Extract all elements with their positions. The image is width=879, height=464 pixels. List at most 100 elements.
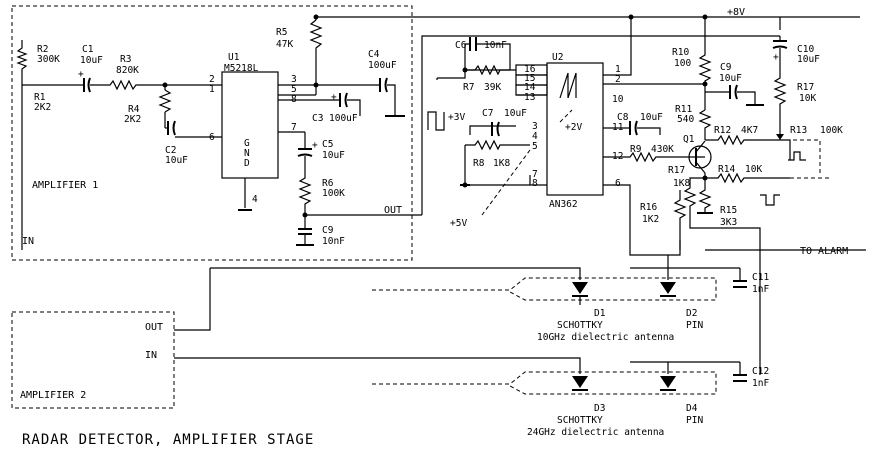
c2-ref: C2 xyxy=(165,145,176,156)
svg-text:+: + xyxy=(773,52,779,63)
u1-pin-1: 1 xyxy=(209,84,215,95)
u2-pin-4: 4 xyxy=(532,131,538,142)
d1-schottky-diode xyxy=(572,282,588,294)
pulse-wave-icon xyxy=(788,151,806,161)
r15-value: 3K3 xyxy=(720,217,737,228)
r4-value: 2K2 xyxy=(124,114,141,125)
c5-ref: C5 xyxy=(322,139,333,150)
r9-ref: R9 xyxy=(630,144,642,155)
c9a-ref: C9 xyxy=(322,225,334,236)
r7-ref: R7 xyxy=(463,82,474,93)
r3-value: 820K xyxy=(116,65,139,76)
c7-value: 10uF xyxy=(504,108,527,119)
r15-ref: R15 xyxy=(720,205,737,216)
r14-resistor xyxy=(705,172,790,184)
u2-part: AN362 xyxy=(549,199,578,210)
r11-value: 540 xyxy=(677,114,694,125)
r17b-ref: R17 xyxy=(668,165,685,176)
u1-ic-body xyxy=(221,71,279,179)
r17b-resistor xyxy=(683,177,761,375)
sawtooth-icon xyxy=(559,72,577,99)
r17a-resistor xyxy=(773,48,787,130)
r17a-ref: R17 xyxy=(797,82,814,93)
d2-ref: D2 xyxy=(686,308,697,319)
u1-pin-2: 2 xyxy=(209,74,215,85)
c11-value: 1nF xyxy=(752,284,769,295)
r6-resistor xyxy=(298,156,312,215)
d3-schottky-diode xyxy=(572,376,588,388)
d3-type: SCHOTTKY xyxy=(557,415,603,426)
c8-ref: C8 xyxy=(617,112,629,123)
u2-ref: U2 xyxy=(552,52,563,63)
antenna-10ghz xyxy=(372,277,717,301)
c8-value: 10uF xyxy=(640,112,663,123)
r6-value: 100K xyxy=(322,188,345,199)
d1-ref: D1 xyxy=(594,308,606,319)
r10-ref: R10 xyxy=(672,47,689,58)
svg-text:D: D xyxy=(244,158,250,169)
c1-ref: C1 xyxy=(82,44,94,55)
c10-value: 10uF xyxy=(797,54,820,65)
r9-value: 430K xyxy=(651,144,674,155)
r13-resistor xyxy=(744,139,821,175)
c2-value: 10uF xyxy=(165,155,188,166)
r11-ref: R11 xyxy=(675,104,692,115)
q1-ref: Q1 xyxy=(683,134,695,145)
r3-resistor xyxy=(90,79,222,91)
c6-value: 10nF xyxy=(484,40,507,51)
antenna-10ghz-label: 10GHz dielectric antenna xyxy=(537,332,674,343)
r7-value: 39K xyxy=(484,82,501,93)
r5-value: 47K xyxy=(276,39,293,50)
c12-value: 1nF xyxy=(752,378,769,389)
r5-resistor xyxy=(309,19,323,95)
svg-text:G: G xyxy=(244,138,250,149)
u1-pin-7: 7 xyxy=(291,122,297,133)
svg-text:N: N xyxy=(244,148,250,159)
u2-ic-body xyxy=(546,62,604,196)
to-alarm-label: TO ALARM xyxy=(800,246,848,257)
d4-type: PIN xyxy=(686,415,703,426)
v5-label: +5V xyxy=(450,218,467,229)
r3-ref: R3 xyxy=(120,54,131,65)
antenna-24ghz-label: 24GHz dielectric antenna xyxy=(527,427,664,438)
r10-value: 100 xyxy=(674,58,691,69)
amplifier-1-in-label: IN xyxy=(22,236,34,247)
u2-pin-3: 3 xyxy=(532,121,538,132)
r2-resistor xyxy=(16,40,28,85)
d2-type: PIN xyxy=(686,320,703,331)
d2-pin-diode xyxy=(660,282,676,294)
r13-ref: R13 xyxy=(790,125,807,136)
c12-ref: C12 xyxy=(752,366,769,377)
c3-ref: C3 xyxy=(312,113,323,124)
u1-pin-4: 4 xyxy=(252,194,258,205)
q1-transistor xyxy=(688,145,712,169)
svg-text:+: + xyxy=(312,140,318,151)
c3-value: 100uF xyxy=(329,113,358,124)
amplifier-1-label: AMPLIFIER 1 xyxy=(32,180,98,191)
r9-resistor xyxy=(603,151,705,163)
amplifier-1-out-label: OUT xyxy=(384,205,402,216)
diagram-title: RADAR DETECTOR, AMPLIFIER STAGE xyxy=(22,432,314,448)
r4-ref: R4 xyxy=(128,104,140,115)
u2-pin-16: 16 xyxy=(524,64,536,75)
r8-value: 1K8 xyxy=(493,158,510,169)
r11-resistor xyxy=(698,109,712,140)
r16-value: 1K2 xyxy=(642,214,659,225)
r6-ref: R6 xyxy=(322,178,334,189)
square-wave-icon xyxy=(427,111,445,131)
r14-value: 10K xyxy=(745,164,762,175)
d4-ref: D4 xyxy=(686,403,698,414)
r7-resistor xyxy=(465,64,510,76)
r8-resistor xyxy=(465,139,530,151)
u2-pin-5: 5 xyxy=(532,141,538,152)
u2-pin-1: 1 xyxy=(615,64,621,75)
u1-part: M5218L xyxy=(224,63,259,74)
v3-label: +3V xyxy=(448,112,465,123)
u2-pin-15: 15 xyxy=(524,73,535,84)
r17a-value: 10K xyxy=(799,93,816,104)
u1-pin-3: 3 xyxy=(291,74,297,85)
u1-ref: U1 xyxy=(228,52,240,63)
amplifier-2-label: AMPLIFIER 2 xyxy=(20,390,86,401)
r1-ref: R1 xyxy=(34,92,46,103)
amplifier-2-block xyxy=(11,311,175,409)
